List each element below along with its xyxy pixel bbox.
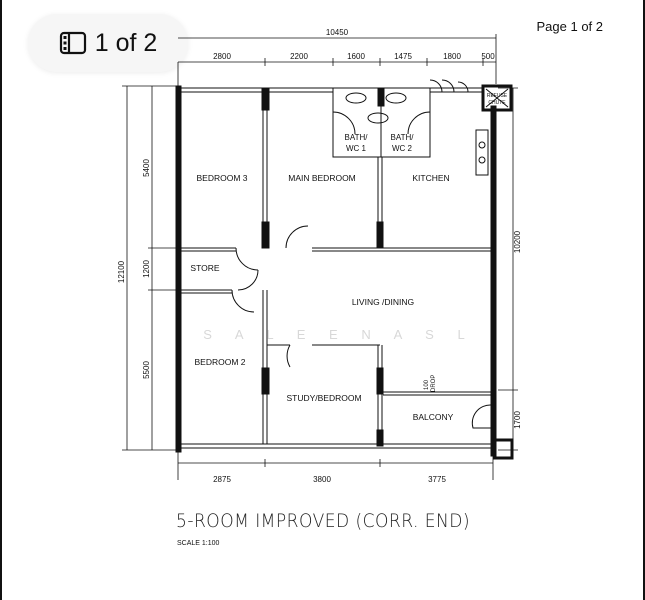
room-store: STORE bbox=[190, 263, 219, 273]
dim-top: 1600 bbox=[347, 52, 365, 61]
dim-left: 5400 bbox=[142, 159, 151, 177]
room-bedroom-3: BEDROOM 3 bbox=[196, 173, 247, 183]
drop-label: 100 bbox=[424, 379, 430, 390]
dim-right: 10200 bbox=[513, 230, 522, 253]
room-bath-1: WC 1 bbox=[346, 144, 367, 153]
dim-left: 1200 bbox=[142, 260, 151, 278]
dim-left-total: 12100 bbox=[117, 260, 126, 283]
plan-title: 5-ROOM IMPROVED (CORR. END) bbox=[176, 510, 470, 532]
dim-total-top: 10450 bbox=[326, 28, 349, 37]
sidebar-thumbnails-icon bbox=[59, 31, 86, 55]
walls bbox=[175, 79, 514, 460]
page-label: Page 1 of 2 bbox=[536, 19, 604, 34]
page-indicator-button[interactable]: 1 of 2 bbox=[28, 14, 188, 72]
page-indicator-text: 1 of 2 bbox=[94, 28, 158, 57]
dim-top: 1800 bbox=[443, 52, 461, 61]
dimension-lines bbox=[122, 34, 518, 480]
watermark: S A L E E N A S L bbox=[203, 327, 474, 342]
dim-left: 5500 bbox=[142, 361, 151, 379]
drop-label: DROP bbox=[431, 375, 437, 392]
right-edge bbox=[643, 0, 645, 600]
dim-top: 2800 bbox=[213, 52, 231, 61]
room-main-bedroom: MAIN BEDROOM bbox=[288, 173, 356, 183]
room-bedroom-2: BEDROOM 2 bbox=[194, 357, 245, 367]
dim-top: 500 bbox=[481, 52, 495, 61]
dim-top: 2200 bbox=[290, 52, 308, 61]
room-living-dining: LIVING /DINING bbox=[352, 297, 414, 307]
room-bath-2: BATH/ bbox=[391, 133, 415, 142]
plan-scale: SCALE 1:100 bbox=[177, 540, 220, 547]
dim-right: 1700 bbox=[513, 411, 522, 429]
dim-top: 1475 bbox=[394, 52, 412, 61]
room-bath-2: WC 2 bbox=[392, 144, 413, 153]
room-study: STUDY/BEDROOM bbox=[286, 393, 361, 403]
room-kitchen: KITCHEN bbox=[412, 173, 449, 183]
dim-bottom: 3775 bbox=[428, 475, 446, 484]
refuse-chute-label: CHUTE bbox=[488, 100, 506, 106]
dim-bottom: 2875 bbox=[213, 475, 231, 484]
refuse-chute-label: REFUSE bbox=[487, 93, 508, 99]
room-balcony: BALCONY bbox=[413, 412, 454, 422]
room-bath-1: BATH/ bbox=[345, 133, 369, 142]
left-edge bbox=[0, 0, 2, 600]
dim-bottom: 3800 bbox=[313, 475, 331, 484]
